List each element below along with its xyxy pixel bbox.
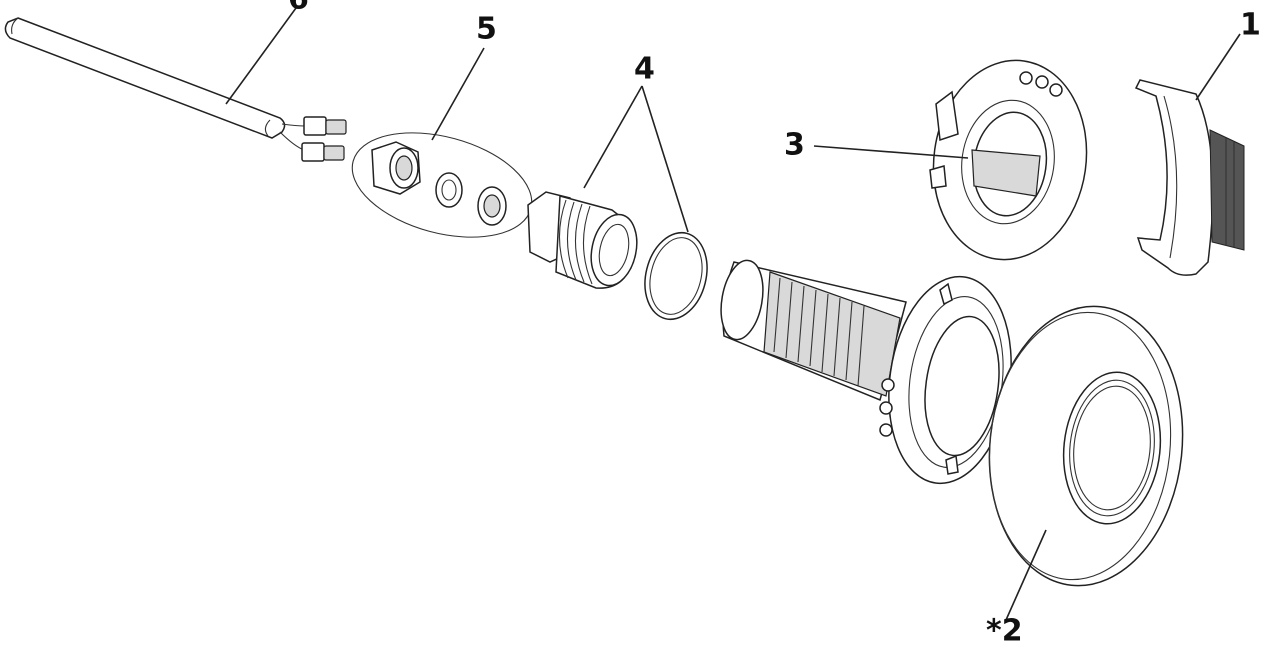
cable-gland-kit	[351, 132, 533, 238]
front-cover	[988, 305, 1184, 587]
o-ring	[644, 231, 708, 321]
mounting-plate	[929, 59, 1088, 261]
retaining-clip	[1134, 79, 1245, 276]
leader-lines	[225, 7, 1241, 621]
callout-3: 3	[784, 128, 805, 163]
callout-1: 1	[1240, 8, 1261, 43]
callout-4: 4	[634, 52, 655, 87]
callout-6: 6	[288, 0, 309, 17]
wire-connectors	[279, 116, 347, 162]
callout-2: *2	[986, 614, 1023, 648]
light-housing	[720, 259, 1012, 485]
callout-5: 5	[476, 12, 497, 47]
threaded-fitting	[527, 191, 638, 289]
cable	[4, 17, 286, 139]
